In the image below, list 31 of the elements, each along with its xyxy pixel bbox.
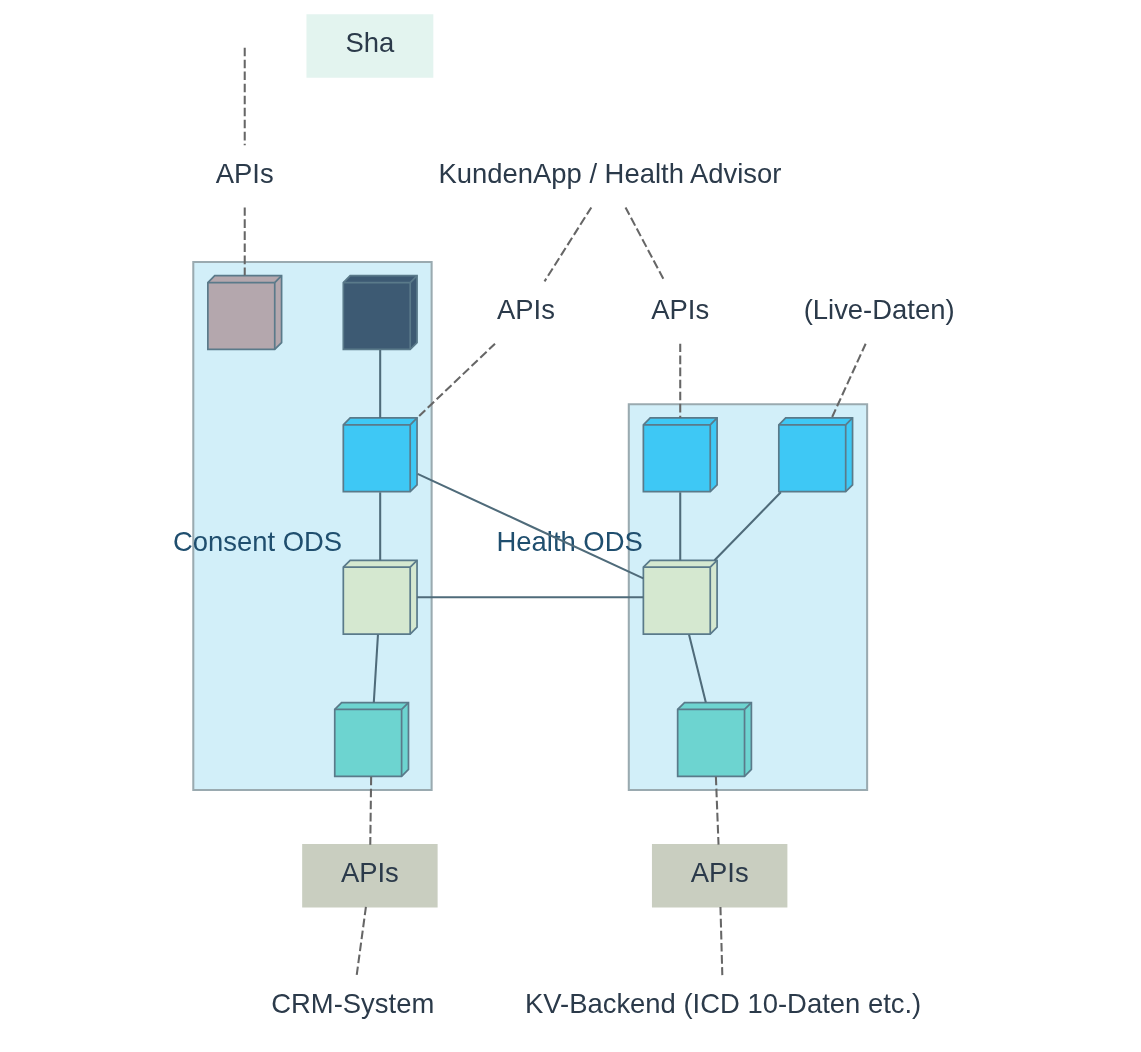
node-text: CRM-System [271,987,435,1019]
node-text: KV-Backend (ICD 10-Daten etc.) [524,987,922,1019]
node-box: APIs [651,844,788,908]
connector [688,634,707,703]
connector [714,776,720,845]
connector [355,906,367,976]
connector [372,634,379,703]
node-box: APIs [302,844,438,908]
node-text: APIs [651,294,710,326]
connector [243,207,246,276]
connector [624,206,666,282]
connector [417,596,644,599]
node-text: APIs [215,157,274,189]
connector [713,491,782,561]
connector [379,492,382,561]
connector [417,472,644,580]
connector [679,492,682,561]
connector [830,343,867,419]
connector [719,906,724,976]
connector [243,47,246,146]
connector [369,776,373,845]
node-label: Health ODS [496,526,643,558]
node-text: APIs [496,294,555,326]
connector [679,343,682,418]
node-label: Consent ODS [172,526,343,558]
node-box: Sha [306,14,434,78]
connector [416,342,496,419]
node-text: (Live-Daten) [803,294,955,326]
connector [543,206,593,282]
connector [379,350,382,418]
node-text: KundenApp / Health Advisor [438,157,782,189]
